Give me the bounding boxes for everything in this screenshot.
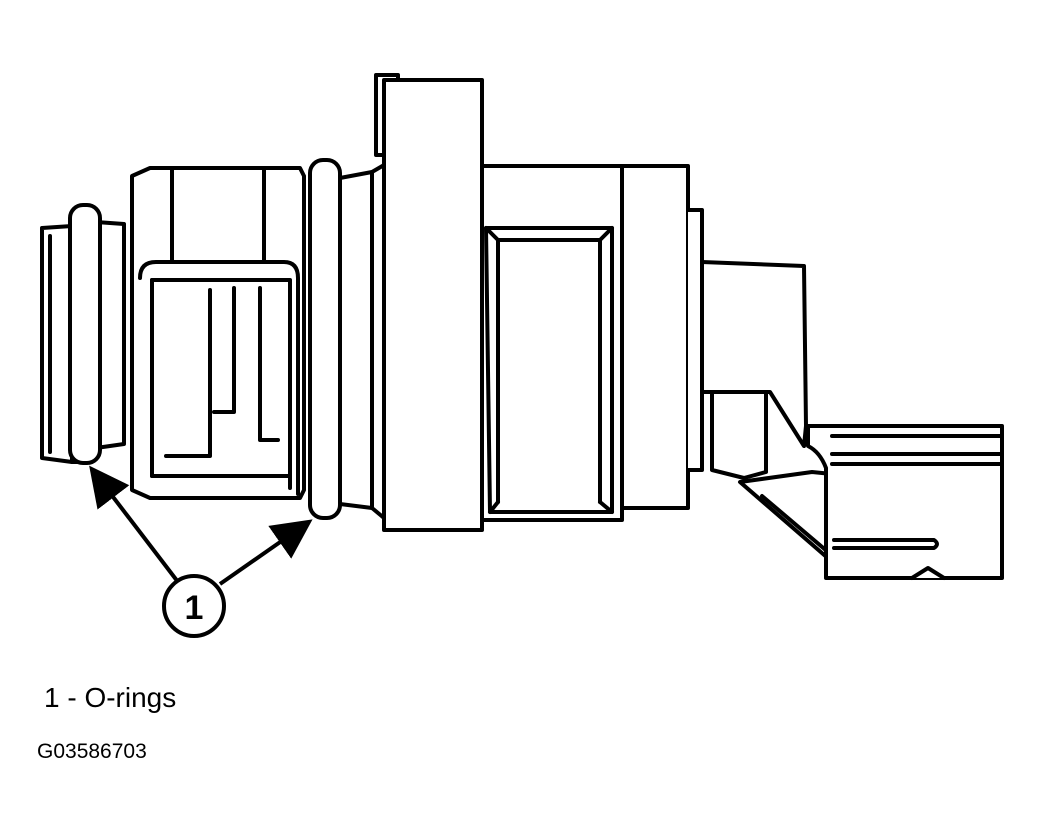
legend-text: 1 - O-rings xyxy=(44,682,177,713)
wire-exit xyxy=(700,260,808,480)
mounting-flange xyxy=(374,73,484,532)
o-ring-rear xyxy=(308,158,342,520)
callout-circle xyxy=(162,574,226,638)
sensor-housing xyxy=(130,166,306,500)
callout-number: 1 xyxy=(185,589,204,627)
pigtail-wire xyxy=(738,470,834,562)
figure-id: G03586703 xyxy=(37,740,147,763)
callout-leaders xyxy=(89,465,313,586)
leader-arrow-rear-o-ring xyxy=(218,519,313,586)
sensor-body xyxy=(480,164,704,522)
leader-arrow-front-o-ring xyxy=(89,465,180,584)
sensor-shaft xyxy=(338,163,386,520)
callout-badge: 1 xyxy=(162,574,226,638)
o-ring-front xyxy=(68,203,102,465)
electrical-connector xyxy=(806,424,1004,580)
